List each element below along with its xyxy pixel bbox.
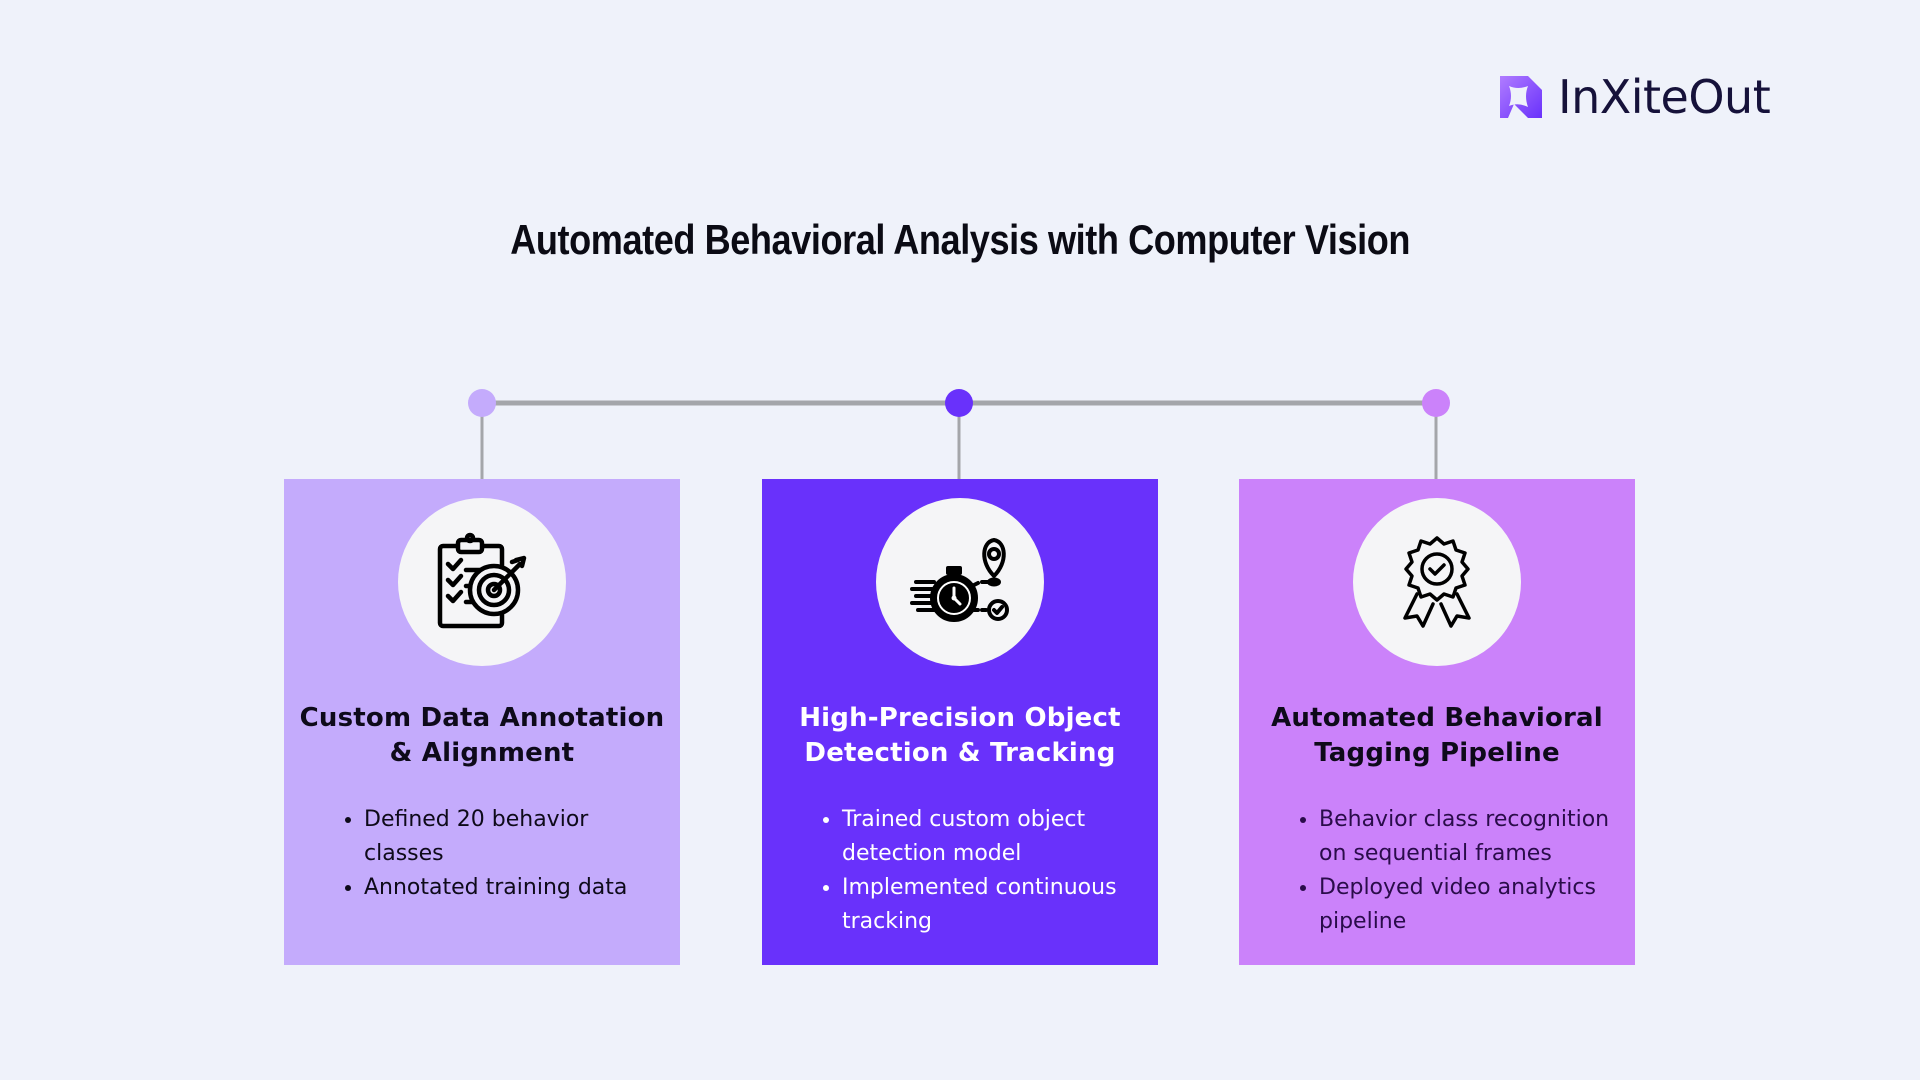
- card-heading-line2: Detection & Tracking: [804, 738, 1116, 768]
- timeline-node-2: [945, 389, 973, 417]
- award-badge-icon: [1403, 536, 1471, 628]
- stopwatch-tracking-icon: [910, 538, 1009, 622]
- card-icon-circle: [876, 498, 1044, 666]
- card-bullet: Annotated training data: [364, 871, 660, 905]
- card-heading-line1: Custom Data Annotation: [299, 703, 665, 733]
- card-bullet: Trained custom object detection model: [842, 803, 1138, 871]
- card-bullet: Defined 20 behavior classes: [364, 803, 660, 871]
- card-bullet-list: Behavior class recognition on sequential…: [1295, 803, 1615, 939]
- card-object-detection: High-Precision Object Detection & Tracki…: [762, 479, 1158, 965]
- card-bullet: Implemented continuous tracking: [842, 871, 1138, 939]
- brand-name: InXiteOut: [1558, 70, 1771, 124]
- card-heading: High-Precision Object Detection & Tracki…: [772, 701, 1148, 771]
- page-title-text: Automated Behavioral Analysis with Compu…: [510, 216, 1410, 263]
- card-heading-line2: & Alignment: [389, 738, 575, 768]
- card-bullet-list: Trained custom object detection model Im…: [818, 803, 1138, 939]
- card-heading: Custom Data Annotation & Alignment: [294, 701, 670, 771]
- card-heading: Automated Behavioral Tagging Pipeline: [1249, 701, 1625, 771]
- card-bullet: Deployed video analytics pipeline: [1319, 871, 1615, 939]
- card-bullet-list: Defined 20 behavior classes Annotated tr…: [340, 803, 660, 905]
- page-title: Automated Behavioral Analysis with Compu…: [0, 216, 1920, 264]
- brand-mark-icon: [1500, 76, 1542, 118]
- card-data-annotation: Custom Data Annotation & Alignment Defin…: [284, 479, 680, 965]
- timeline-node-3: [1422, 389, 1450, 417]
- brand-logo: InXiteOut: [1498, 70, 1771, 124]
- card-icon-circle: [398, 498, 566, 666]
- card-icon-circle: [1353, 498, 1521, 666]
- card-heading-line2: Tagging Pipeline: [1314, 738, 1560, 768]
- card-bullet: Behavior class recognition on sequential…: [1319, 803, 1615, 871]
- card-heading-line1: High-Precision Object: [799, 703, 1121, 733]
- clipboard-target-icon: [437, 532, 527, 629]
- timeline-node-1: [468, 389, 496, 417]
- card-heading-line1: Automated Behavioral: [1271, 703, 1603, 733]
- card-tagging-pipeline: Automated Behavioral Tagging Pipeline Be…: [1239, 479, 1635, 965]
